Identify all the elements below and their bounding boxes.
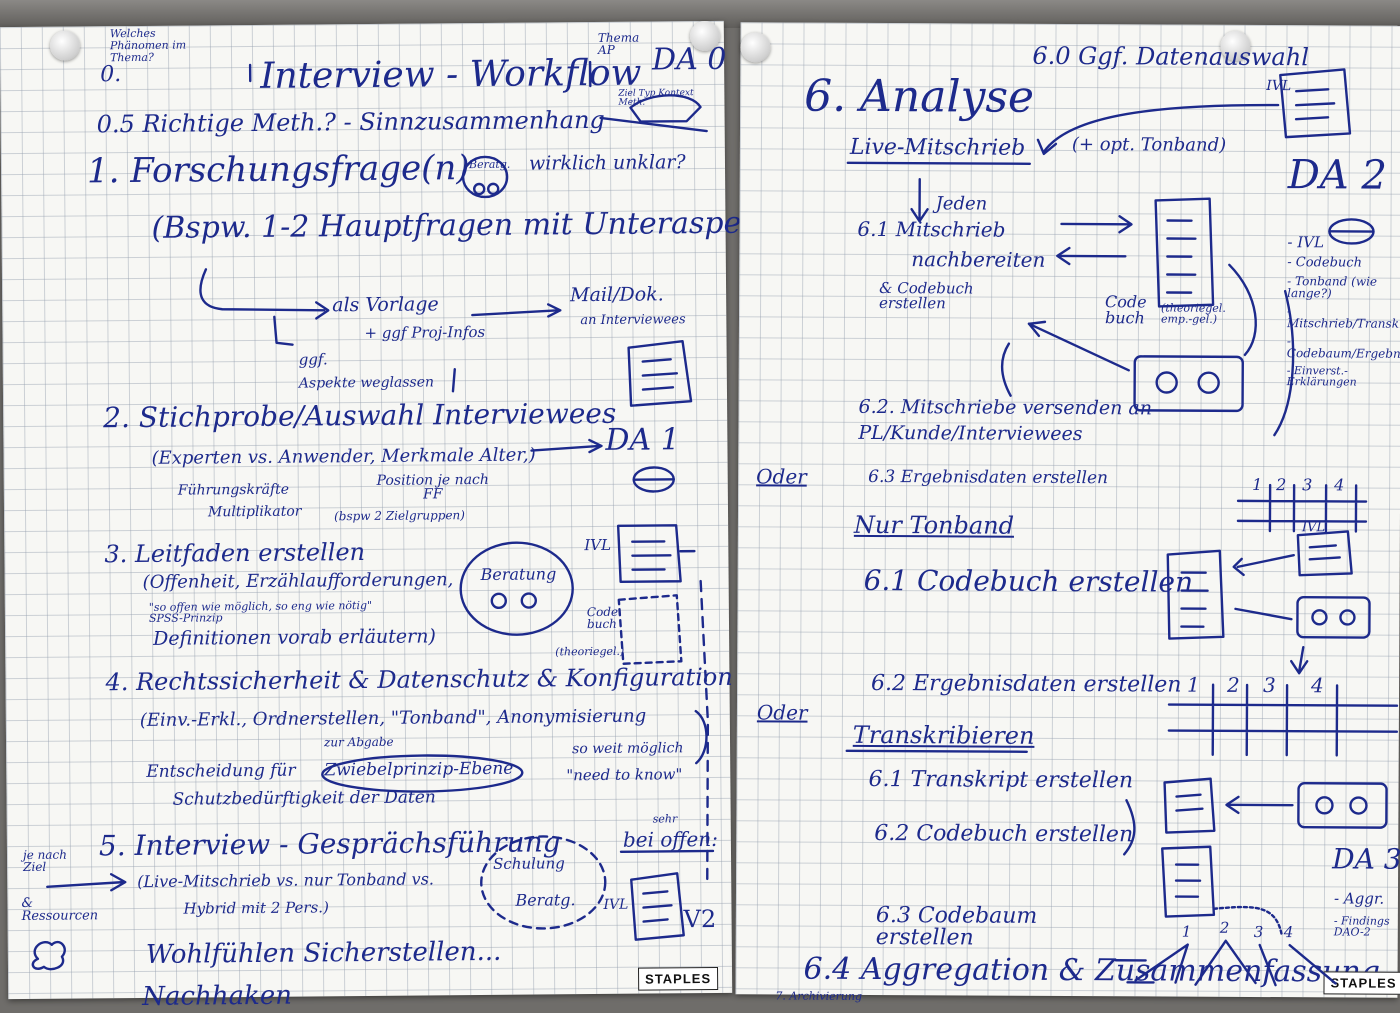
arrow-da1 [531, 446, 599, 451]
bracket-transcript [1124, 800, 1134, 854]
title-brackets [250, 62, 590, 89]
da0-bowl-icon [630, 95, 700, 122]
tape-recorder-icon [1135, 356, 1243, 411]
arrow-ivl-to-codebook [1238, 555, 1294, 567]
arrow-ggf [274, 317, 292, 345]
tape-reel [1316, 797, 1332, 813]
tick [453, 369, 455, 391]
result-grid-2 [1169, 685, 1397, 756]
tape-reel [1157, 372, 1177, 392]
underline [621, 851, 713, 852]
document-lines [1167, 221, 1195, 293]
tape-recorder-icon-3 [1298, 783, 1386, 827]
arrow-ivl [1044, 104, 1278, 153]
arrow-mail [472, 310, 558, 315]
beratung-circle-2 [460, 542, 573, 635]
ivl-document-icon [618, 525, 680, 582]
person-icon [488, 184, 498, 194]
ziel-underline [601, 117, 707, 132]
document-lines [1310, 545, 1340, 559]
left-sheet-sketches [0, 21, 732, 999]
document-lines [1176, 795, 1202, 811]
result-grid-1 [1238, 485, 1366, 532]
tape-reel [1350, 797, 1366, 813]
bracket-right [1274, 291, 1293, 435]
code-tree [1136, 940, 1336, 985]
arrow-tape-to-codebook [1235, 609, 1291, 619]
codebook-document-icon [1155, 198, 1214, 306]
document-lines [1296, 89, 1334, 119]
ivl-document-icon-2 [1298, 531, 1352, 575]
thin-connector [1214, 907, 1282, 935]
document-lines [632, 541, 670, 569]
underline [847, 751, 1027, 752]
flipchart-sheet-right: 6.0 Ggf. Datenauswahl 6. Analyse IVL Liv… [735, 22, 1400, 997]
arrow-tape-to-left [1029, 324, 1129, 371]
bracket [1002, 344, 1011, 396]
document-lines [1176, 865, 1200, 897]
bracket [696, 711, 707, 763]
zwiebel-oval [322, 755, 522, 793]
right-sheet-sketches [735, 22, 1400, 997]
schulung-dashed-oval [481, 836, 606, 929]
document-lines [1181, 573, 1207, 627]
person-icon [492, 594, 506, 608]
arrow-als-vorlage [200, 268, 324, 311]
underline [848, 163, 1030, 164]
transcript-document-icon [1164, 779, 1214, 833]
ressourcen-icon [33, 942, 65, 969]
tape-reel [1199, 373, 1219, 393]
tape-reel [1312, 610, 1326, 624]
person-icon [474, 184, 484, 194]
document-lines [643, 359, 677, 389]
arrow-tape-to-codebook [1229, 265, 1256, 355]
document-lines [643, 891, 671, 921]
tape-reel [1340, 610, 1354, 624]
codebook-document-icon [619, 595, 682, 664]
tape-recorder-icon-2 [1297, 597, 1369, 637]
dashed-flow-line [701, 581, 710, 881]
person-icon [522, 594, 536, 608]
arrow-je-nach-ziel [47, 882, 123, 887]
beratung-circle-1 [463, 157, 507, 197]
flipchart-sheet-left: Welches Phänomen im Thema? 0. Interview … [0, 21, 732, 999]
